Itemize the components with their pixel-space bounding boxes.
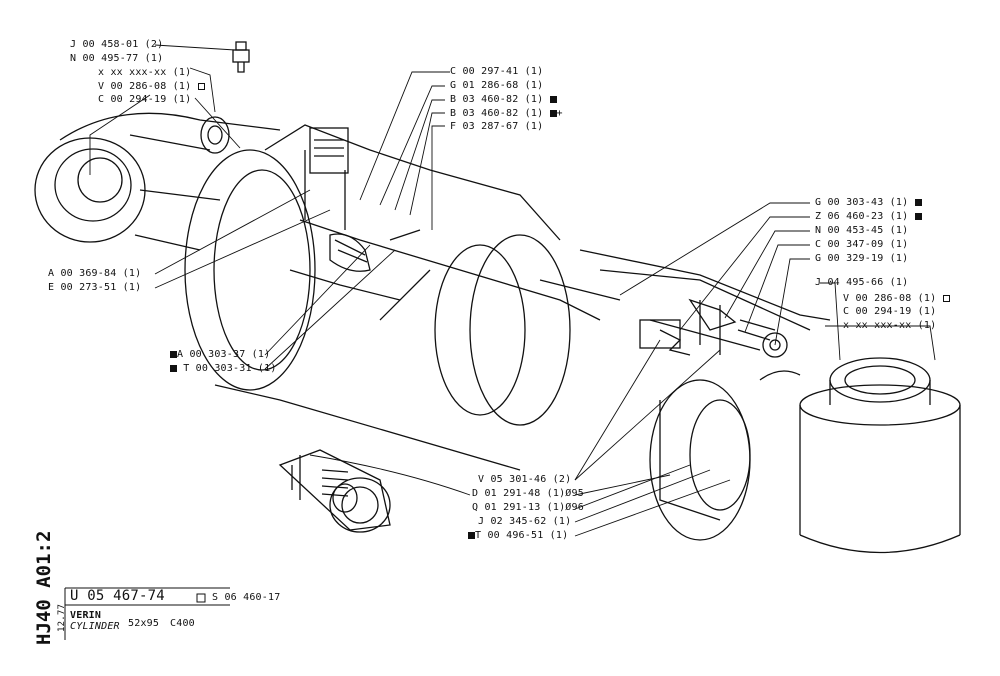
part-label: V 00 286-08 (1) bbox=[98, 81, 205, 93]
part-label: B 03 460-82 (1) bbox=[450, 94, 557, 106]
part-label: C 00 297-41 (1) bbox=[450, 66, 544, 77]
part-label: G 00 303-43 (1) bbox=[815, 197, 922, 209]
part-label: J 04 495-66 (1) bbox=[815, 277, 909, 288]
seal-detail bbox=[278, 449, 391, 533]
part-label: A 00 303-37 (1) bbox=[170, 349, 270, 361]
part-label: J 02 345-62 (1) bbox=[478, 516, 572, 527]
part-label: C 00 347-09 (1) bbox=[815, 239, 909, 250]
part-label: V 05 301-46 (2) bbox=[478, 474, 572, 485]
part-label: F 03 287-67 (1) bbox=[450, 121, 544, 132]
part-label: Z 06 460-23 (1) bbox=[815, 211, 922, 223]
part-label: x xx xxx-xx (1) bbox=[843, 320, 937, 331]
drawing-date: 12.77 bbox=[57, 603, 67, 632]
cylinder-size: 52x95 bbox=[128, 618, 160, 629]
part-label: J 00 458-01 (2) bbox=[70, 39, 164, 50]
rod-eye bbox=[759, 357, 961, 554]
name-fr: VERIN bbox=[70, 610, 102, 621]
part-number: U 05 467-74 bbox=[70, 588, 165, 604]
cylinder-model: C400 bbox=[170, 618, 195, 629]
part-label: C 00 294-19 (1) bbox=[98, 94, 192, 105]
alt-reference: S 06 460-17 bbox=[212, 592, 281, 603]
leader-lines bbox=[89, 44, 936, 537]
title-block-frame bbox=[64, 587, 230, 640]
part-label: V 00 286-08 (1) bbox=[843, 293, 950, 305]
part-label: G 01 286-68 (1) bbox=[450, 80, 544, 91]
part-label: Q 01 291-13 (1)Ø96 bbox=[472, 502, 584, 513]
part-label: A 00 369-84 (1) bbox=[48, 268, 142, 279]
part-label: D 01 291-48 (1)Ø95 bbox=[472, 488, 584, 499]
name-en: CYLINDER bbox=[70, 621, 120, 632]
part-label: E 00 273-51 (1) bbox=[48, 282, 142, 293]
part-label: N 00 453-45 (1) bbox=[815, 225, 909, 236]
part-label: B 03 460-82 (1) + bbox=[450, 108, 563, 119]
part-label: G 00 329-19 (1) bbox=[815, 253, 909, 264]
rear-clevis bbox=[34, 112, 281, 251]
drawing-code: HJ40 A01:2 bbox=[33, 530, 55, 645]
part-label: x xx xxx-xx (1) bbox=[98, 67, 192, 78]
part-label: T 00 303-31 (1) bbox=[170, 363, 277, 375]
part-label: C 00 294-19 (1) bbox=[843, 306, 937, 317]
grease-nipple bbox=[232, 41, 250, 73]
part-label: N 00 495-77 (1) bbox=[70, 53, 164, 64]
part-label: T 00 496-51 (1) bbox=[468, 530, 568, 542]
